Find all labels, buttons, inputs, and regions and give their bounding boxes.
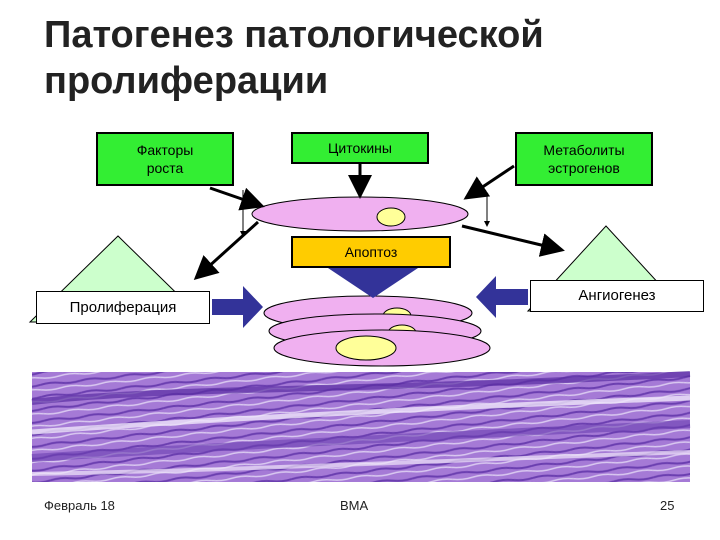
footer-date: Февраль 18 [44, 498, 115, 513]
arrow-cell-to-angiogenesis [461, 224, 565, 257]
proliferation-label: Пролиферация [69, 298, 177, 316]
estrogen-metabolites-label-1: Метаболиты [543, 142, 625, 158]
growth-factors-box: Факторы роста [96, 132, 234, 186]
arrow-cell-to-proliferation [193, 220, 260, 281]
angiogenesis-box: Ангиогенез [530, 280, 704, 312]
stacked-cell-3-nucleus [335, 335, 397, 361]
top-cell-nucleus [376, 207, 406, 227]
footer-center: ВМА [340, 498, 369, 513]
cytokines-box: Цитокины [291, 132, 429, 164]
growth-factors-label-1: Факторы [136, 142, 194, 158]
arrow-growth-to-cell [209, 186, 265, 211]
proliferation-blue-arrow [212, 286, 263, 328]
cytokines-label: Цитокины [328, 140, 392, 156]
title-line-2: пролиферации [44, 60, 329, 102]
proliferation-box: Пролиферация [36, 291, 210, 324]
estrogen-metabolites-box: Метаболиты эстрогенов [515, 132, 653, 186]
top-cell [251, 196, 469, 232]
angiogenesis-label: Ангиогенез [578, 287, 656, 304]
growth-factors-label-2: роста [146, 160, 184, 176]
arrow-metabolites-to-cell [463, 164, 515, 200]
angiogenesis-blue-arrow [476, 276, 528, 318]
title-line-1: Патогенез патологической [44, 14, 544, 56]
apoptosis-box: Апоптоз [291, 236, 451, 268]
apoptosis-down-triangle [328, 268, 418, 298]
estrogen-metabolites-label-2: эстрогенов [548, 160, 620, 176]
slide-title: Патогенез патологической пролиферации [44, 12, 684, 104]
footer-page-number: 25 [660, 498, 675, 513]
apoptosis-label: Апоптоз [344, 244, 398, 260]
